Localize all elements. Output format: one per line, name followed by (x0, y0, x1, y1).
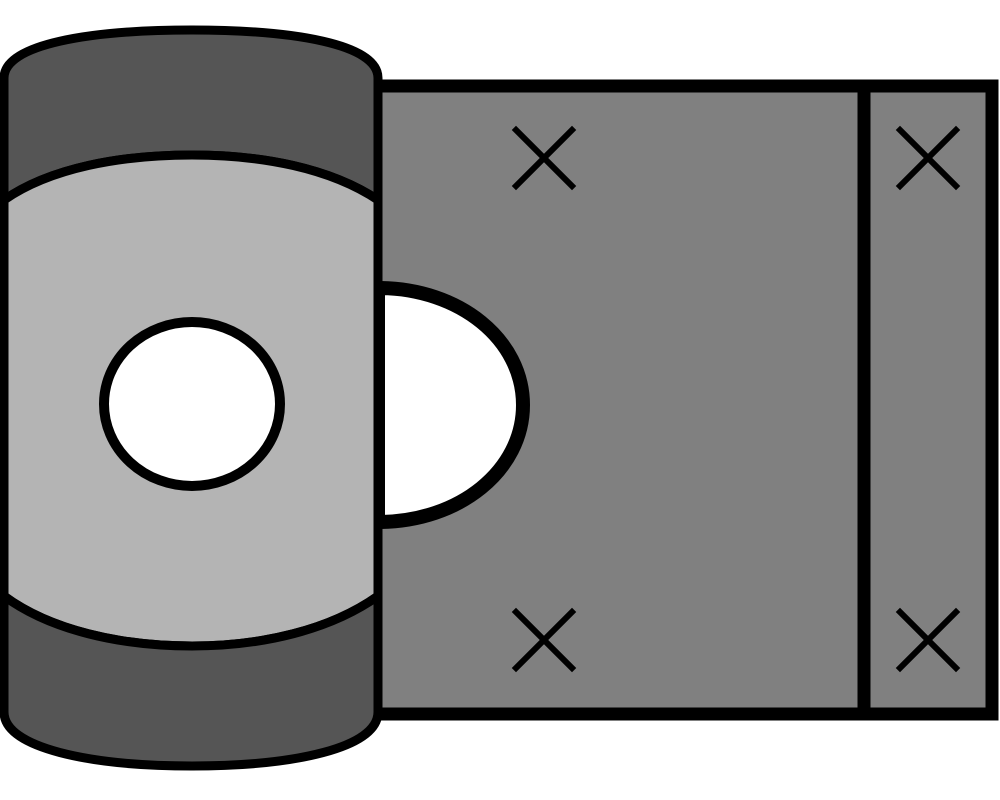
side-plate (857, 79, 999, 721)
x-cross-icon (511, 607, 577, 673)
cylinder-hole (99, 317, 285, 491)
x-cross-icon (895, 607, 961, 673)
cylinder-bottom-band (0, 587, 383, 771)
x-cross-icon (511, 125, 577, 191)
plate-notch (371, 280, 531, 530)
x-cross-icon (895, 125, 961, 191)
